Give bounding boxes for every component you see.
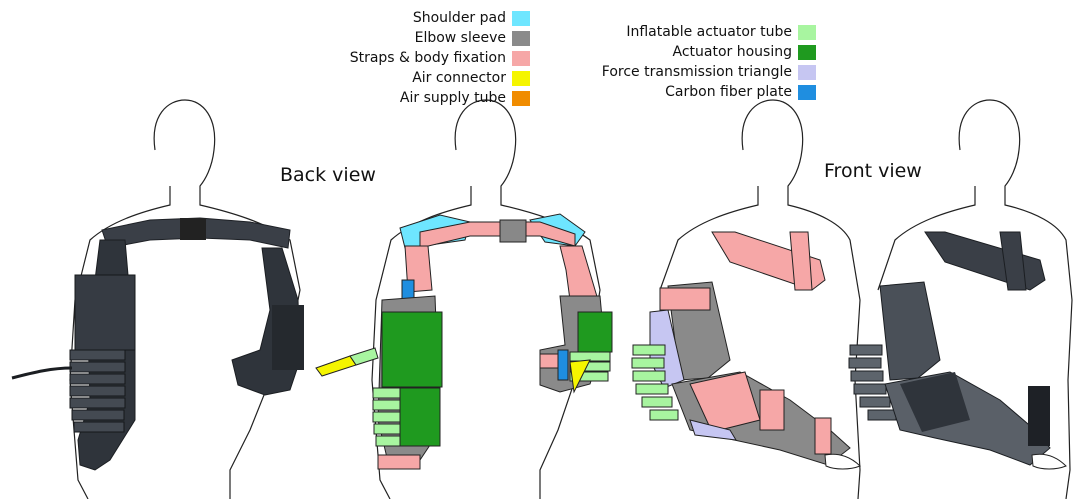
legend-label: Shoulder pad [413,10,506,26]
legend-item: Carbon fiber plate [540,82,816,102]
legend-item: Inflatable actuator tube [540,22,816,42]
legend-item: Elbow sleeve [300,28,530,48]
legend-label: Elbow sleeve [415,30,506,46]
legend-item: Force transmission triangle [540,62,816,82]
legend-item: Air connector [300,68,530,88]
legend-swatch [798,25,816,40]
legend-label: Force transmission triangle [602,64,792,80]
legend-swatch [512,91,530,106]
legend-swatch [512,31,530,46]
legend-label: Inflatable actuator tube [626,24,792,40]
legend-label: Air supply tube [400,90,506,106]
back-view-label: Back view [280,164,376,186]
legend-swatch [798,85,816,100]
legend-label: Carbon fiber plate [665,84,792,100]
legend-label: Actuator housing [673,44,793,60]
legend-swatch [798,45,816,60]
legend-item: Actuator housing [540,42,816,62]
legend-swatch [512,71,530,86]
legend-swatch [512,11,530,26]
legend-label: Straps & body fixation [350,50,506,66]
back-view-schematic [316,214,612,469]
front-view-label: Front view [824,160,922,182]
legend-label: Air connector [412,70,506,86]
legend-item: Straps & body fixation [300,48,530,68]
legend-item: Shoulder pad [300,8,530,28]
legend-swatch [798,65,816,80]
legend-item: Air supply tube [300,88,530,108]
legend-swatch [512,51,530,66]
